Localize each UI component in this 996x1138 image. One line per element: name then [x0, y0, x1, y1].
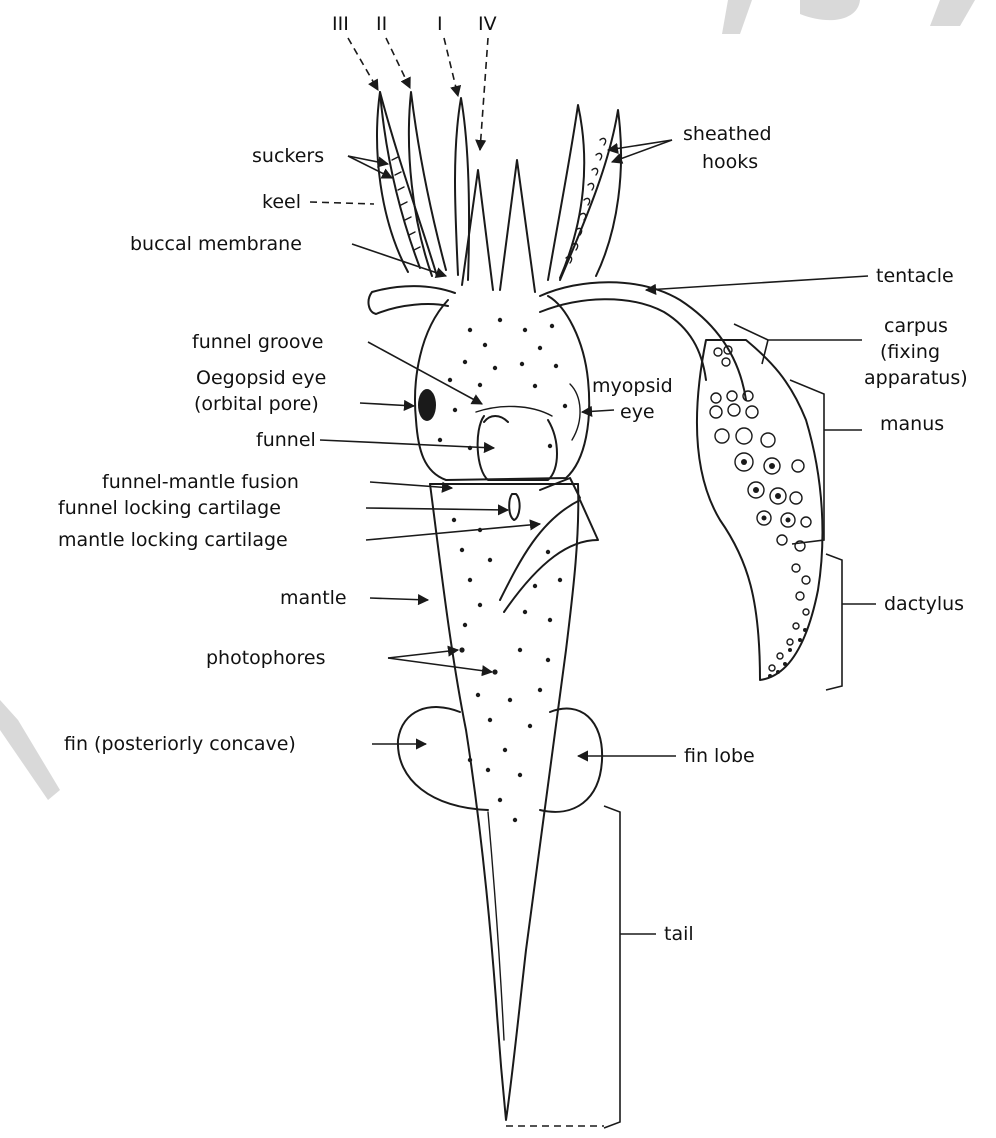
label-carpus-1: carpus [884, 315, 948, 337]
label-keel: keel [262, 191, 301, 213]
funnel-groove-line [476, 406, 552, 416]
label-funnel-locking-cartilage: funnel locking cartilage [58, 497, 281, 519]
squid-body [369, 92, 823, 1120]
arm-iii [377, 92, 437, 276]
label-sheathed-2: hooks [702, 151, 758, 173]
watermark-shapes [0, 0, 975, 800]
label-sheathed-1: sheathed [683, 123, 772, 145]
arm-label-iii: III [332, 13, 349, 35]
hook-row [566, 138, 606, 263]
head [415, 296, 589, 480]
mantle-outline [430, 484, 578, 1120]
label-oegopsid-eye-1: Oegopsid eye [196, 367, 326, 389]
funnel-locking-cartilage-shape [509, 494, 519, 520]
arm-labels: III II I IV [332, 13, 497, 150]
label-funnel-mantle-fusion: funnel-mantle fusion [102, 471, 299, 493]
tentacle-stub [369, 286, 455, 314]
label-suckers: suckers [252, 145, 324, 167]
label-oegopsid-eye-2: (orbital pore) [194, 393, 319, 415]
arm-right-1 [548, 105, 584, 280]
label-funnel-groove: funnel groove [192, 331, 323, 353]
funnel-opening [484, 416, 508, 422]
label-carpus-3: apparatus) [864, 367, 968, 389]
label-funnel: funnel [256, 429, 316, 451]
label-mantle-locking-cartilage: mantle locking cartilage [58, 529, 288, 551]
arm-iv [462, 170, 493, 290]
label-tail: tail [664, 923, 694, 945]
label-fin: fin (posteriorly concave) [64, 733, 296, 755]
label-photophores: photophores [206, 647, 326, 669]
labels: suckers keel buccal membrane sheathed ho… [58, 123, 968, 1128]
label-manus: manus [880, 413, 944, 435]
label-tentacle: tentacle [876, 265, 954, 287]
mantle-fold [500, 500, 598, 612]
arm-label-i: I [437, 13, 443, 35]
label-fin-lobe: fin lobe [684, 745, 755, 767]
label-buccal-membrane: buccal membrane [130, 233, 302, 255]
label-myopsid-eye-2: eye [620, 401, 655, 423]
myopsid-eye [570, 384, 580, 440]
arm-label-iv: IV [478, 13, 497, 35]
club-suckers [710, 346, 811, 671]
label-dactylus: dactylus [884, 593, 964, 615]
oegopsid-eye [418, 389, 436, 421]
fin-right [540, 709, 602, 812]
label-myopsid-eye-1: myopsid [592, 375, 673, 397]
label-mantle: mantle [280, 587, 347, 609]
head-dots [438, 318, 567, 450]
arm-label-ii: II [376, 13, 387, 35]
label-carpus-2: (fixing [880, 341, 940, 363]
